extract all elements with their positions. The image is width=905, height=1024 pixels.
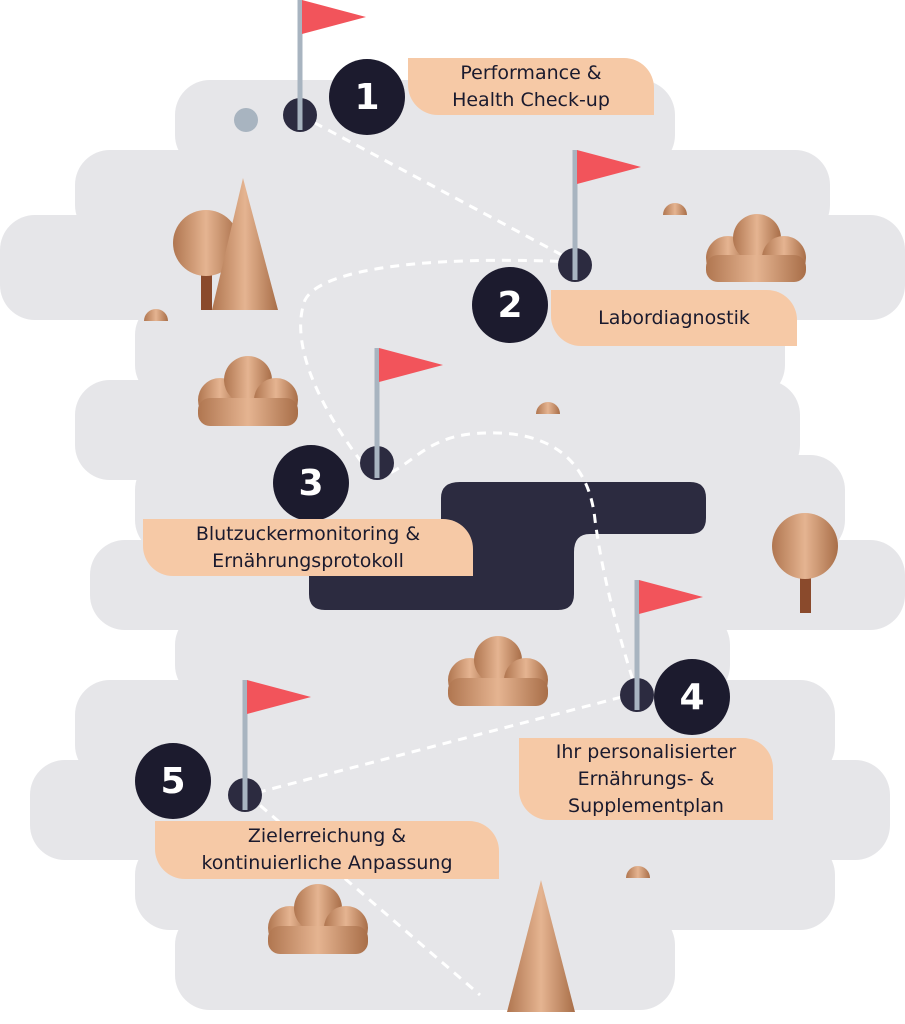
golf-ball-icon <box>234 108 258 132</box>
hole-flag-5 <box>228 680 311 812</box>
pine-tree-icon <box>212 178 278 310</box>
hole-flag-1 <box>283 0 366 132</box>
step-2-label-text: Labordiagnostik <box>598 306 750 329</box>
tree-icon <box>772 513 838 613</box>
mound-icon <box>663 203 687 215</box>
bush-icon <box>448 636 548 706</box>
mound-icon <box>144 309 168 321</box>
step-1-number: 1 <box>329 59 405 135</box>
step-2-number: 2 <box>472 267 548 343</box>
step-4-label-text: Ihr personalisierter Ernährungs- & Suppl… <box>555 740 737 817</box>
step-5-label-text: Zielerreichung & kontinuierliche Anpassu… <box>201 825 453 874</box>
step-3-label: Blutzuckermonitoring & Ernährungsprotoko… <box>143 519 473 576</box>
step-5-label: Zielerreichung & kontinuierliche Anpassu… <box>155 821 499 879</box>
step-2-label: Labordiagnostik <box>551 290 797 346</box>
step-3-label-text: Blutzuckermonitoring & Ernährungsprotoko… <box>195 522 421 572</box>
bush-icon <box>706 214 806 282</box>
mound-icon <box>626 866 650 878</box>
mound-icon <box>536 402 560 414</box>
water-hazard <box>309 482 706 610</box>
tree-icon <box>173 210 239 310</box>
step-5-number: 5 <box>135 743 211 819</box>
step-1-label: Performance & Health Check-up <box>408 58 654 115</box>
step-4-label: Ihr personalisierter Ernährungs- & Suppl… <box>519 738 773 820</box>
bush-icon <box>198 356 298 426</box>
hole-flag-4 <box>620 580 703 712</box>
step-4-number: 4 <box>654 659 730 735</box>
hole-flag-3 <box>360 348 443 480</box>
step-1-label-text: Performance & Health Check-up <box>452 61 610 111</box>
hole-flag-2 <box>558 150 641 282</box>
bush-icon <box>268 884 368 954</box>
pine-tree-icon <box>507 880 575 1012</box>
step-3-number: 3 <box>273 445 349 521</box>
